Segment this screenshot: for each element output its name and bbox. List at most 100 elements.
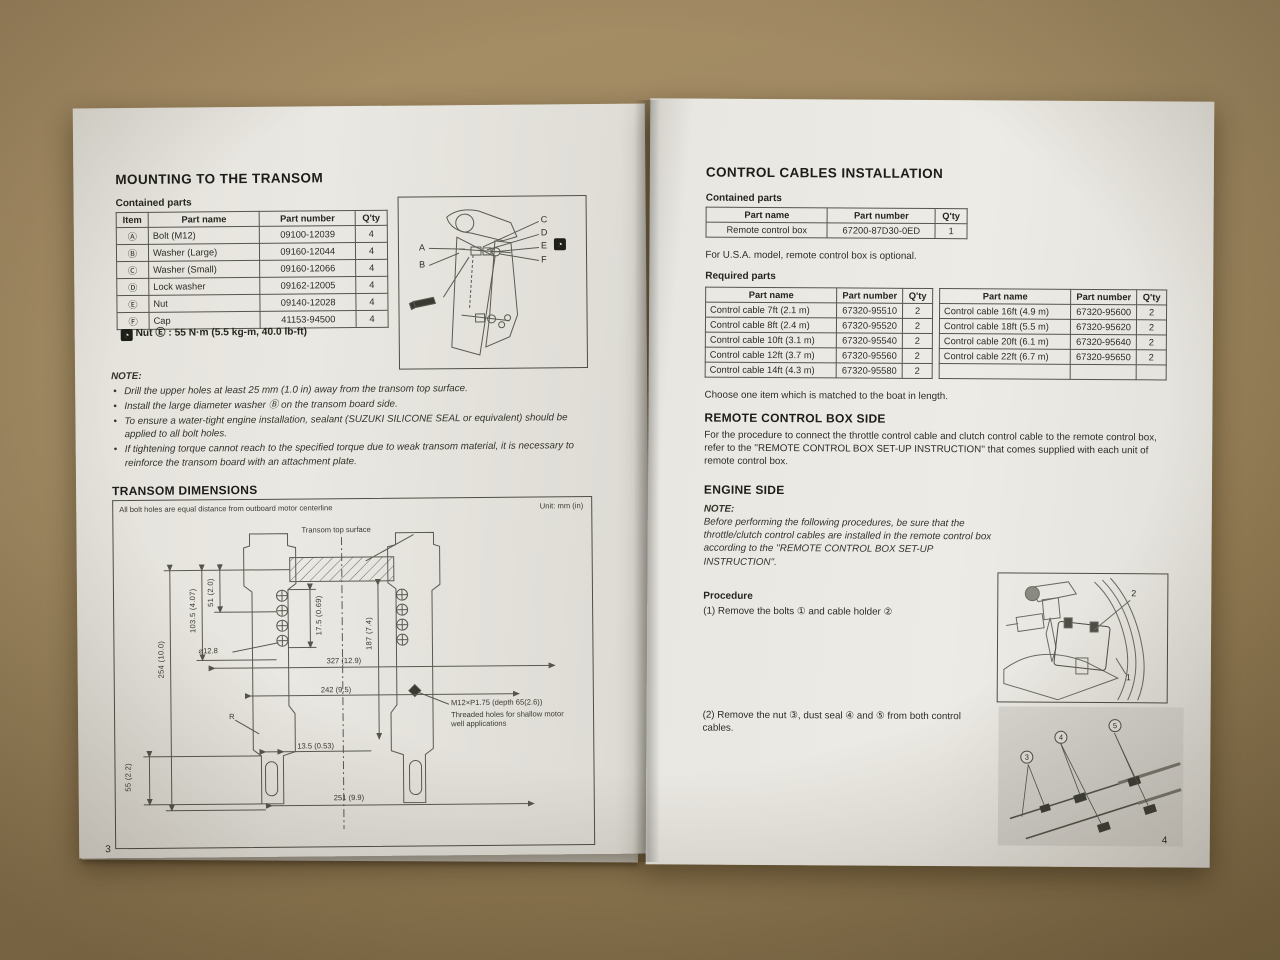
table-cell: 2 [902,318,933,334]
dim-radius: R [229,712,235,722]
table-cell: Washer (Small) [148,260,261,279]
note-item: To ensure a water-tight engine installat… [113,411,597,443]
engine-side-heading: ENGINE SIDE [703,482,785,498]
table-cell: 1 [935,223,968,239]
table-cell: Ⓓ [116,278,149,296]
col-item: Item [116,212,149,228]
table-cell: Control cable 14ft (4.3 m) [705,362,837,378]
dim-242: 242 (9.5) [320,685,352,695]
procedure-label: Procedure [703,590,753,602]
control-cables-drawing [1009,732,1182,840]
col-part-number: Part number [259,210,356,227]
callout-c: C [540,214,548,225]
col-part-name: Part name [148,211,260,228]
engine-side-drawing [1003,577,1145,701]
callout-5: 5 [1108,719,1122,733]
table-cell: Washer (Large) [148,243,261,262]
dim-55: 55 (2.2) [123,763,133,792]
procedure-step-2: (2) Remove the nut ③, dust seal ④ and ⑤ … [702,709,961,735]
torque-wrench-icon: ◔ [553,238,566,251]
table-cell: Control cable 12ft (3.7 m) [705,347,837,363]
left-page-number: 3 [105,844,111,856]
figure-note: All bolt holes are equal distance from o… [119,503,333,515]
right-page-title: CONTROL CABLES INSTALLATION [705,164,944,182]
remote-control-box-side-heading: REMOTE CONTROL BOX SIDE [704,410,886,426]
booklet-spine-shadow [634,100,660,862]
note-block: NOTE: Drill the upper holes at least 25 … [111,366,598,472]
table-cell: Control cable 16ft (4.9 m) [939,303,1071,320]
table-cell: 2 [1136,349,1167,365]
table-cell: 2 [902,363,933,379]
surface-label: Transom top surface [301,524,371,535]
left-page-title: MOUNTING TO THE TRANSOM [115,170,324,188]
engine-note-text: Before performing the following procedur… [703,516,992,568]
table-cell: 4 [355,259,388,277]
table-cell: 2 [1136,334,1167,350]
table-cell: 09160-12044 [259,242,356,261]
callout-d: D [540,227,548,238]
table-cell: 67320-95520 [836,317,903,334]
right-page: CONTROL CABLES INSTALLATION Contained pa… [645,98,1215,868]
table-cell: 09140-12028 [260,293,357,312]
table-header-row: Part name Part number Q'ty [939,288,1167,305]
table-cell: Ⓒ [116,261,149,279]
table-cell: Control cable 10ft (3.1 m) [705,332,837,348]
contained-parts-label: Contained parts [115,197,192,210]
dim-13-5: 13.5 (0.53) [297,741,335,751]
table-cell: Lock washer [148,277,261,296]
table-header-row: Part name Part number Q'ty [706,207,968,224]
table-cell: 67320-95540 [836,332,903,349]
torque-wrench-icon: ◔ [120,328,133,342]
table-cell: 2 [902,333,933,349]
right-page-number: 4 [1161,835,1168,847]
col-part-name: Part name [706,207,828,223]
callout-2: 2 [1131,588,1137,599]
table-cell: 2 [902,303,933,319]
remote-control-box-side-text: For the procedure to connect the throttl… [704,429,1157,468]
table-cell: 4 [355,276,388,294]
transom-dimensions-figure: All bolt holes are equal distance from o… [112,495,596,850]
table-cell: Remote control box [705,222,828,238]
callout-a: A [418,242,426,253]
engine-note-label: NOTE: [703,503,735,515]
col-qty: Q'ty [355,210,388,226]
required-parts-table-right: Part name Part number Q'ty Control cable… [938,288,1168,381]
table-cell: Ⓑ [116,244,149,262]
dim-251: 251 (9.9) [333,792,365,803]
table-cell: 67320-95650 [1070,349,1137,365]
table-cell: 09160-12066 [260,259,356,278]
table-cell: 67320-95600 [1070,304,1137,320]
table-cell: 09100-12039 [259,225,356,244]
dim-103: 103.5 (4.07) [187,588,198,634]
table-cell [1070,364,1137,380]
callout-4: 4 [1054,730,1068,744]
dim-254: 254 (10.0) [156,640,166,679]
col-part-number: Part number [836,287,903,304]
table-cell: Ⓔ [116,295,149,313]
callout-e: E [540,240,548,251]
table-cell: 2 [1136,319,1167,335]
table-cell: 4 [355,242,388,260]
transom-dimensions-title: TRANSOM DIMENSIONS [112,482,258,499]
torque-note: ◔ Nut Ⓔ : 55 N·m (5.5 kg-m, 40.0 lb-ft) [120,322,308,342]
required-parts-table-left: Part name Part number Q'ty Control cable… [704,286,934,380]
col-part-name: Part name [939,288,1071,305]
table-cell [1136,364,1167,380]
callout-3: 3 [1020,750,1034,764]
col-qty: Q'ty [935,208,968,224]
table-header-row: Part name Part number Q'ty [705,287,933,304]
table-cell: Nut [148,294,261,313]
clamp-bracket-drawing [408,209,540,356]
dim-327: 327 (12.9) [326,656,362,666]
table-cell: 67320-95510 [836,302,903,319]
usa-note: For U.S.A. model, remote control box is … [705,249,917,262]
required-parts-label: Required parts [705,270,776,283]
table-cell: 2 [1136,304,1167,320]
dim-thread: M12×P1.75 (depth 65(2.6)) [450,697,543,708]
